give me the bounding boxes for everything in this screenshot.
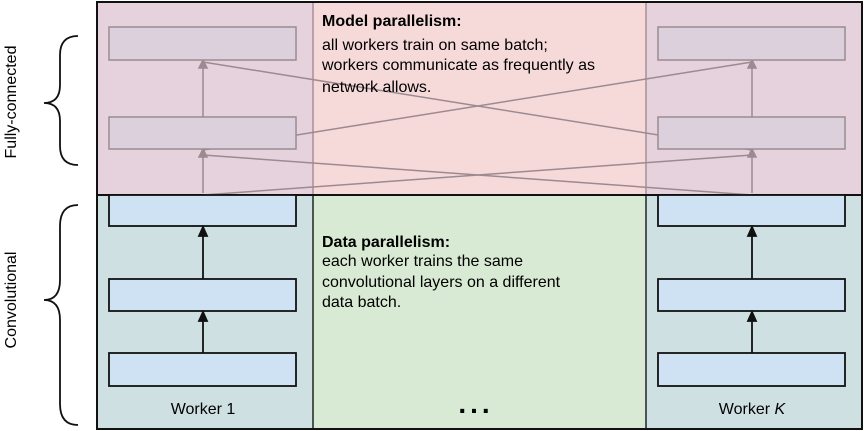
worker-k-conv-layer-2	[657, 278, 846, 312]
convolutional-label: Convolutional	[3, 252, 20, 349]
fc-arrows	[197, 58, 758, 193]
worker-k-conv-layer-3	[657, 194, 846, 227]
conv-layer-boxes	[108, 194, 846, 387]
worker-k-conv-layer-1	[657, 352, 846, 387]
worker-1-fc-layer-1	[108, 116, 297, 150]
worker-1-conv-layer-3	[108, 194, 297, 227]
worker-k-fc-layer-1	[657, 116, 846, 150]
worker-1-label: Worker 1	[171, 401, 236, 418]
worker-1-conv-layer-2	[108, 278, 297, 312]
data-parallelism-line-3: data batch.	[322, 294, 401, 311]
model-parallelism-line-1: all workers train on same batch;	[322, 37, 548, 54]
worker-k-label-var: K	[775, 401, 787, 418]
fully-connected-label: Fully-connected	[3, 46, 20, 159]
worker-1-conv-layer-1	[108, 352, 297, 387]
worker-k-fc-layer-2	[657, 26, 846, 61]
fc-layer-boxes	[108, 26, 846, 150]
worker-1-fc-layer-2	[108, 26, 297, 61]
conv-arrows	[197, 224, 758, 353]
model-parallelism-line-2: workers communicate as frequently as	[321, 57, 595, 74]
fc-brace	[43, 35, 79, 166]
ellipsis: ...	[458, 388, 493, 419]
data-parallelism-line-1: each worker trains the same	[322, 253, 523, 270]
worker-k-label-prefix: Worker	[719, 401, 775, 418]
worker-k-label: Worker K	[719, 401, 787, 418]
data-parallelism-title: Data parallelism:	[322, 234, 450, 251]
model-parallelism-title: Model parallelism:	[322, 13, 462, 30]
model-parallelism-line-3: network allows.	[322, 79, 431, 96]
data-parallelism-line-2: convolutional layers on a different	[322, 274, 561, 291]
conv-brace	[43, 204, 79, 426]
